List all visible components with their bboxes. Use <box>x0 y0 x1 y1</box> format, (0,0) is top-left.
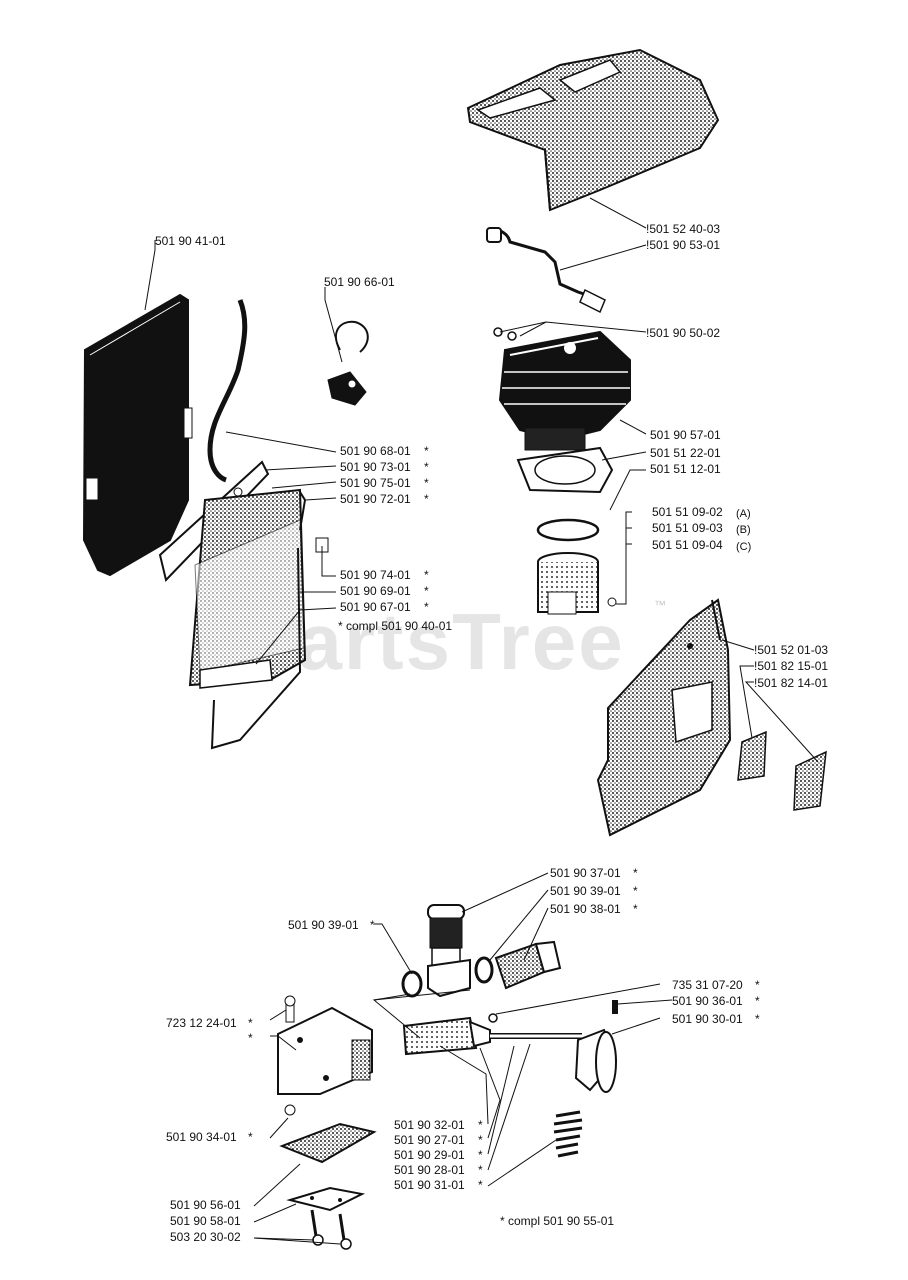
kit-marker: * <box>633 884 638 898</box>
banjo-bolt-part <box>494 940 562 990</box>
part-number-label: !501 82 14-01 <box>754 676 829 690</box>
part-number-label: 501 90 39-01 <box>550 884 621 898</box>
part-number-label: 501 90 32-01 <box>394 1118 465 1132</box>
part-number-label: 501 90 28-01 <box>394 1163 465 1177</box>
part-number-label: 501 90 38-01 <box>550 902 621 916</box>
leader-lines <box>144 197 819 1245</box>
piston-part <box>537 552 617 615</box>
washer-part-2 <box>474 956 494 984</box>
part-number-label: 501 90 31-01 <box>394 1178 465 1192</box>
part-number-label: !501 52 01-03 <box>754 643 829 657</box>
part-number-label: 501 51 12-01 <box>650 462 721 476</box>
part-number-label: 501 90 68-01 <box>340 444 411 458</box>
kit-marker: * <box>633 902 638 916</box>
kit-marker: * <box>633 866 638 880</box>
kit-marker: * <box>478 1148 483 1162</box>
part-number-label: 501 90 30-01 <box>672 1012 743 1026</box>
pump-body-part <box>277 995 373 1116</box>
filter-screen-part <box>279 1122 377 1164</box>
part-number-label: 501 90 27-01 <box>394 1133 465 1147</box>
top-cover-part <box>466 48 720 212</box>
kit-marker: * <box>248 1031 253 1045</box>
kit-marker: * <box>424 476 429 490</box>
kit-marker: * <box>478 1118 483 1132</box>
part-number-label: 735 31 07-20 <box>672 978 743 992</box>
adjusting-screw-part <box>574 1000 618 1093</box>
piston-ring-part <box>536 518 600 542</box>
kit-marker: * <box>755 1012 760 1026</box>
variant-label: (B) <box>736 524 751 536</box>
filter-cover-part <box>82 293 193 577</box>
part-number-label: 501 90 58-01 <box>170 1214 241 1228</box>
valve-part <box>327 320 369 406</box>
trademark-symbol: ™ <box>654 598 666 612</box>
part-number-label: 501 90 34-01 <box>166 1130 237 1144</box>
side-cover-part <box>596 598 732 837</box>
part-number-label: 501 90 67-01 <box>340 600 411 614</box>
part-number-label: 501 90 75-01 <box>340 476 411 490</box>
kit-marker: * <box>424 444 429 458</box>
kit-marker: * <box>248 1130 253 1144</box>
part-number-label: 501 51 09-03 <box>652 521 723 535</box>
part-number-label: !501 52 40-03 <box>646 222 721 236</box>
pump-piston-part <box>402 1013 582 1056</box>
cover-plate-part <box>286 1186 366 1212</box>
kit-marker: * <box>370 918 375 932</box>
variant-label: (A) <box>736 508 751 520</box>
carburetor-plate-part <box>158 460 329 689</box>
kit-marker: * <box>755 978 760 992</box>
part-number-label: 501 51 09-04 <box>652 538 723 552</box>
kit-note: * compl 501 90 40-01 <box>338 619 453 633</box>
spring-part <box>553 1110 583 1158</box>
part-number-label: 501 90 72-01 <box>340 492 411 506</box>
part-number-label: !501 90 53-01 <box>646 238 721 252</box>
kit-note: * compl 501 90 55-01 <box>500 1214 615 1228</box>
variant-label: (C) <box>736 541 752 553</box>
part-number-label: 501 90 29-01 <box>394 1148 465 1162</box>
washer-part <box>401 970 423 998</box>
kit-marker: * <box>478 1163 483 1177</box>
part-number-label: 501 90 69-01 <box>340 584 411 598</box>
part-number-label: 503 20 30-02 <box>170 1230 241 1244</box>
kit-marker: * <box>478 1133 483 1147</box>
part-number-label: 501 90 73-01 <box>340 460 411 474</box>
part-number-label: 723 12 24-01 <box>166 1016 237 1030</box>
fuel-hose-part <box>207 299 248 483</box>
part-number-label: 501 90 57-01 <box>650 428 721 442</box>
cylinder-part <box>498 330 631 451</box>
ignition-lead-part <box>486 227 606 341</box>
decal-plate-part-2 <box>793 750 827 811</box>
kit-marker: * <box>478 1178 483 1192</box>
part-number-label: !501 82 15-01 <box>754 659 829 673</box>
part-number-label: 501 90 74-01 <box>340 568 411 582</box>
part-number-label: 501 90 36-01 <box>672 994 743 1008</box>
kit-marker: * <box>424 568 429 582</box>
part-number-label: 501 90 66-01 <box>324 275 395 289</box>
oil-pump-fitting-part <box>427 904 471 998</box>
kit-marker: * <box>424 460 429 474</box>
kit-marker: * <box>755 994 760 1008</box>
kit-marker: * <box>424 600 429 614</box>
kit-marker: * <box>424 492 429 506</box>
part-number-label: 501 90 41-01 <box>155 234 226 248</box>
part-number-label: 501 90 39-01 <box>288 918 359 932</box>
part-number-label: 501 90 56-01 <box>170 1198 241 1212</box>
decal-plate-part-1 <box>737 730 767 781</box>
kit-marker: * <box>248 1016 253 1030</box>
throttle-rod-part <box>210 547 302 750</box>
cylinder-gasket-part <box>516 446 614 494</box>
kit-marker: * <box>424 584 429 598</box>
part-number-label: !501 90 50-02 <box>646 326 721 340</box>
part-number-label: 501 51 09-02 <box>652 505 723 519</box>
part-number-label: 501 90 37-01 <box>550 866 621 880</box>
part-number-label: 501 51 22-01 <box>650 446 721 460</box>
